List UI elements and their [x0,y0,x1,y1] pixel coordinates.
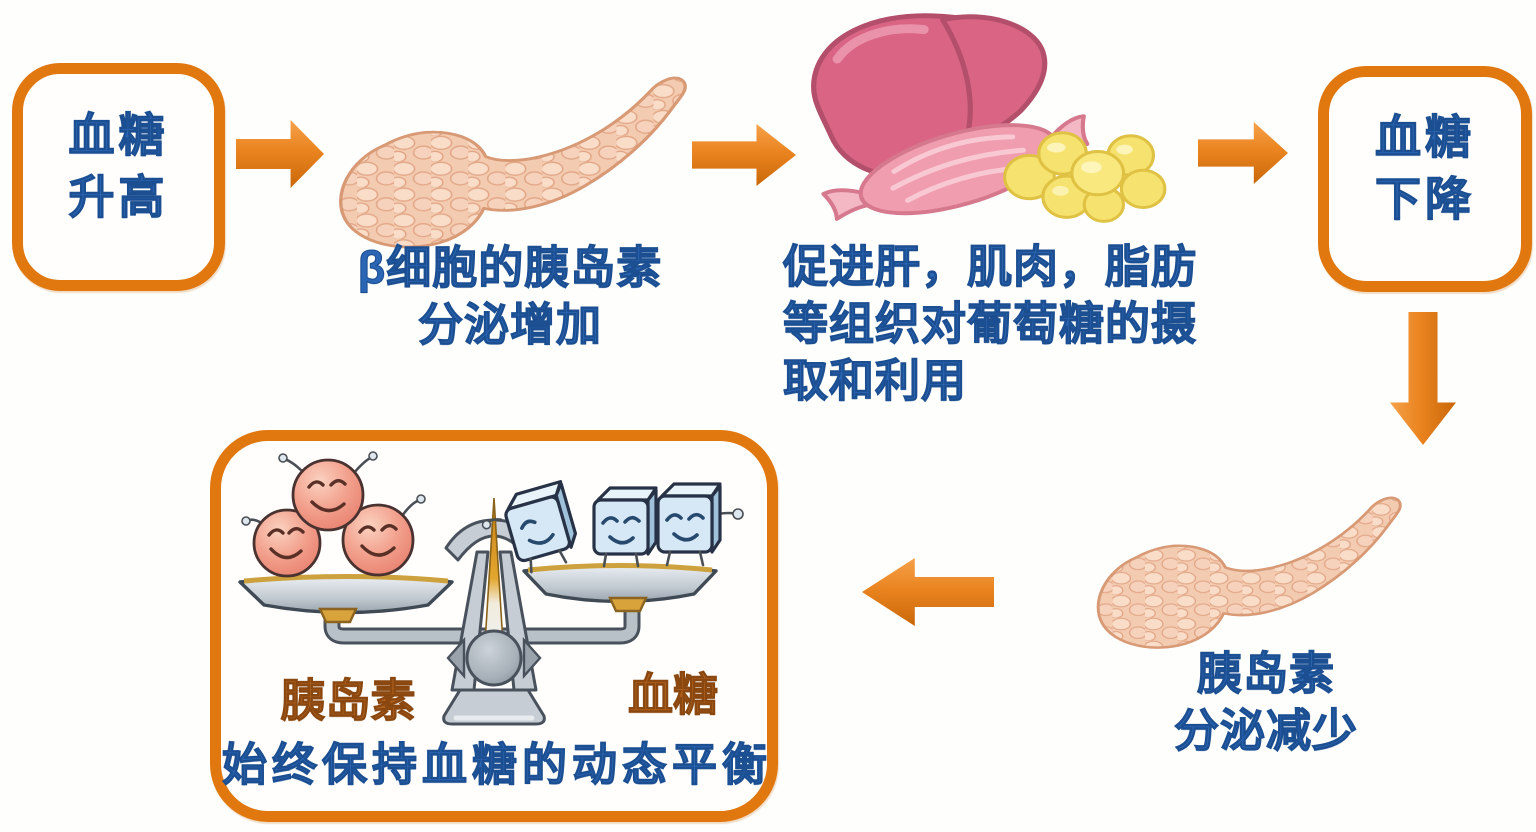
caption-organs-line2: 等组织对葡萄糖的摄 [782,297,1198,349]
node-glucose-rise: 血糖 升高 [12,63,225,291]
caption-organs-uptake: 促进肝，肌肉，脂肪 等组织对葡萄糖的摄 取和利用 [782,238,1243,409]
balance-pan-left [238,451,454,624]
balance-knob [465,629,523,687]
node-glucose-fall: 血糖 下降 [1318,66,1532,292]
target-organs-illustration [811,13,1167,223]
glucose-cube-icon [592,486,658,568]
pancreas-icon [1096,496,1402,649]
balance-scale-icon [238,451,744,726]
caption-organs-line3: 取和利用 [782,354,968,406]
caption-insulin-decrease-line2: 分泌减少 [1173,704,1358,756]
glucose-rise-line1: 血糖 [68,108,169,161]
insulin-ball-icon [241,508,322,578]
insulin-ball-icon [341,494,426,577]
caption-insulin-increase-line2: 分泌增加 [417,298,602,350]
balance-pan-right [481,480,744,613]
caption-insulin-decrease: 胰岛素 分泌减少 [1086,645,1446,759]
pancreas-icon [339,76,687,249]
caption-insulin-increase: β细胞的胰岛素 分泌增加 [295,239,725,353]
caption-organs-line1: 促进肝，肌肉，脂肪 [782,240,1198,292]
caption-dynamic-balance: 始终保持血糖的动态平衡 [221,736,773,793]
arrow-down-icon [1390,312,1456,445]
insulin-ball-icon [278,451,378,532]
glucose-cube-icon [656,482,744,567]
label-blood-glucose: 血糖 [627,669,718,721]
glucose-cube-icon [481,480,578,574]
caption-dynamic-balance-text: 始终保持血糖的动态平衡 [221,738,773,790]
glucose-fall-line2: 下降 [1374,172,1475,225]
glucose-rise-line2: 升高 [68,170,169,223]
label-insulin: 胰岛素 [280,675,416,727]
caption-insulin-increase-line1: β细胞的胰岛素 [357,241,663,293]
arrow-right-icon [1198,122,1288,184]
caption-insulin-decrease-line1: 胰岛素 [1196,647,1335,699]
arrow-right-icon [236,120,324,188]
glucose-fall-line1: 血糖 [1374,110,1475,163]
fat-icon [1003,131,1167,223]
arrow-left-icon [862,558,994,626]
